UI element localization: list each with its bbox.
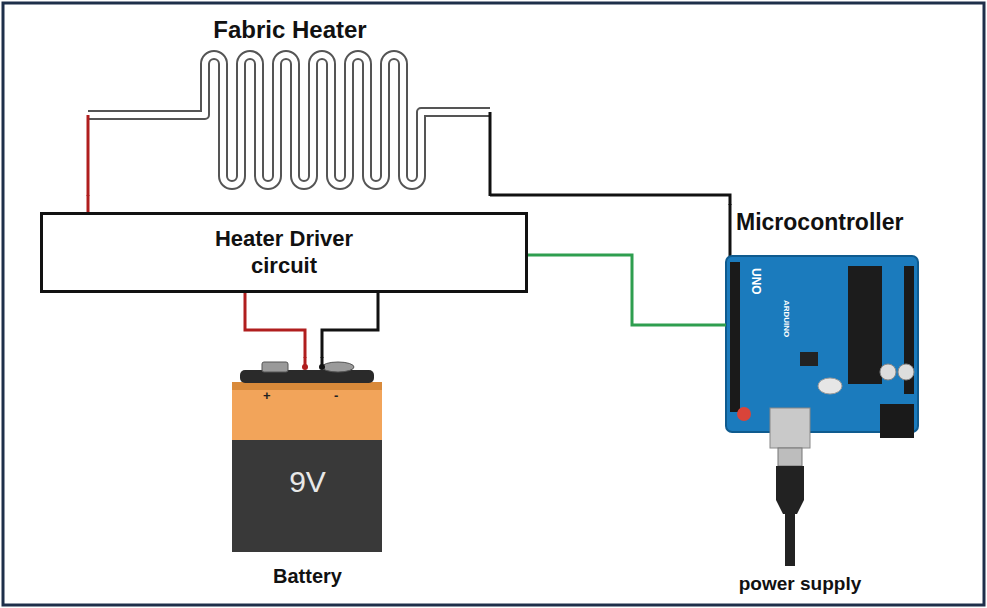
crystal (818, 378, 842, 394)
frame (3, 3, 984, 605)
wire (87, 115, 90, 196)
reset-button (737, 407, 751, 421)
wire (490, 195, 730, 205)
wire (87, 195, 90, 212)
wire-dot (302, 364, 308, 370)
cable-label: power supply (700, 574, 900, 595)
node-title: Heater Driver circuit (204, 226, 364, 279)
battery-top (232, 382, 382, 440)
chip (848, 266, 882, 384)
microcontroller: Microcontroller (726, 205, 978, 433)
heater-coil (88, 55, 490, 185)
wire (322, 293, 378, 358)
polarity-mark: - (334, 389, 338, 403)
polarity-mark: + (263, 389, 271, 403)
node-title: 9V (225, 464, 390, 500)
capacitor (880, 364, 896, 380)
usb-plug-body (776, 466, 804, 514)
heater: Fabric Heater (80, 10, 500, 195)
usb-cable (785, 514, 795, 566)
node-title: Microcontroller (726, 209, 978, 237)
terminal (322, 362, 354, 372)
battery-shade (232, 382, 382, 390)
header (730, 262, 740, 412)
coil-outline (88, 55, 490, 185)
terminal (262, 362, 288, 372)
wire (729, 204, 732, 262)
capacitor (898, 364, 914, 380)
wire (528, 255, 726, 325)
wire (245, 293, 305, 358)
driver-box: Heater Driver circuit (40, 212, 528, 293)
node-title: Fabric Heater (80, 16, 500, 45)
board-mark: ARDUINO (781, 300, 790, 337)
node-label: Battery (225, 564, 390, 588)
battery-cap (240, 370, 374, 383)
board-mark: UNO (749, 268, 762, 295)
usb-port (770, 408, 810, 448)
usb-plug (778, 448, 802, 466)
battery: 9V Battery (225, 358, 390, 593)
wire (489, 112, 492, 196)
wire-dot (319, 364, 325, 370)
small-chip (800, 352, 818, 366)
power-jack (880, 404, 914, 438)
coil-fill (88, 55, 490, 185)
